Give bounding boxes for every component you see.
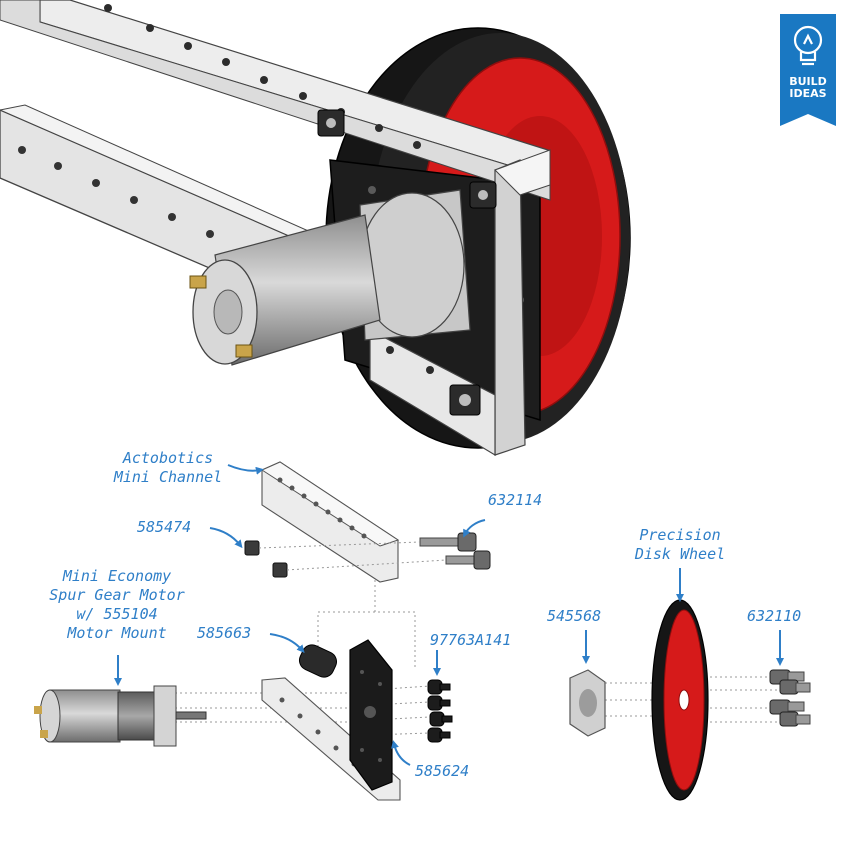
- exploded-gear-motor: [34, 685, 207, 747]
- spacer-part: [298, 644, 338, 678]
- wheel-label: Precision Disk Wheel: [620, 526, 740, 564]
- channel-label-line-1: Actobotics: [122, 449, 214, 467]
- motor-label-line-4: Motor Mount: [67, 624, 167, 642]
- exploded-wheel-group: [569, 599, 811, 801]
- build-ideas-badge: [780, 14, 836, 126]
- channel-label: Actobotics Mini Channel: [108, 449, 228, 487]
- screws-632110: [769, 669, 811, 727]
- screws-632114: [419, 532, 491, 570]
- part-label-585624: 585624: [415, 762, 470, 780]
- lightbulb-icon: [793, 25, 823, 66]
- part-label-632110: 632110: [747, 607, 802, 625]
- part-label-632114: 632114: [488, 491, 543, 509]
- part-label-585663: 585663: [197, 624, 252, 642]
- motor-label-line-3: w/ 555104: [76, 605, 158, 623]
- motor-label: Mini Economy Spur Gear Motor w/ 555104 M…: [32, 567, 202, 643]
- rear-channel-holes: [18, 146, 214, 238]
- part-label-545568: 545568: [547, 607, 602, 625]
- part-label-97763A141: 97763A141: [430, 631, 512, 649]
- wheel-label-line-2: Disk Wheel: [634, 545, 726, 563]
- nut-part: [244, 540, 260, 556]
- motor-label-line-1: Mini Economy: [62, 567, 172, 585]
- screws-97763A141: [427, 679, 453, 743]
- channel-label-line-2: Mini Channel: [113, 468, 223, 486]
- badge-line-1: BUILD: [789, 75, 827, 88]
- top-gear-motor: [189, 189, 471, 366]
- motor-label-line-2: Spur Gear Motor: [49, 586, 185, 604]
- top-assembly: [0, 0, 631, 457]
- part-label-585474: 585474: [137, 518, 192, 536]
- leader-arrows: [114, 464, 784, 766]
- build-ideas-text: BUILD IDEAS: [780, 76, 836, 100]
- badge-line-2: IDEAS: [789, 87, 827, 100]
- wheel-label-line-1: Precision: [639, 526, 721, 544]
